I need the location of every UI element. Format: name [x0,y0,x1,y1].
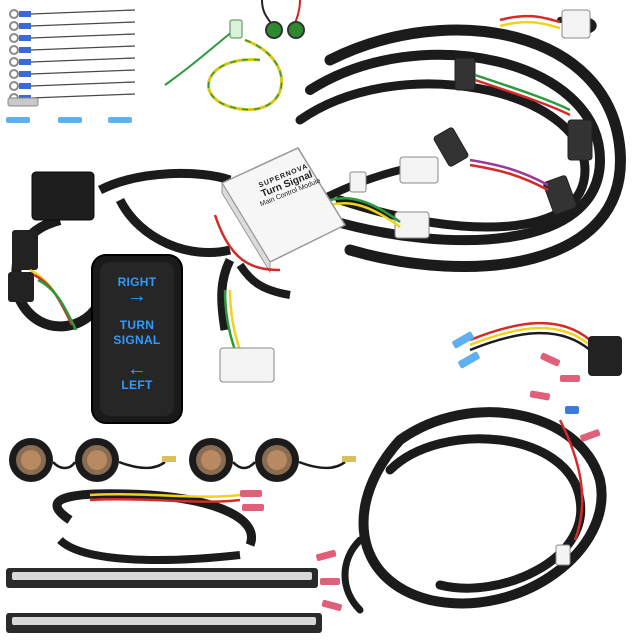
ground-wire [164,19,283,112]
control-module [213,147,347,383]
indicator-lights [261,0,305,39]
switch-left-label: LEFT [121,378,153,392]
switch-signal-label: SIGNAL [113,333,161,347]
main-harness [295,15,626,272]
left-arrow-icon: ← [126,358,148,380]
harness-wires [329,14,571,229]
marker-lights [9,438,356,482]
spade-terminals [316,352,601,612]
harness-connectors [349,9,593,239]
relay-harness [8,168,232,332]
switch-right-label: RIGHT [117,275,157,289]
right-arrow-icon: → [126,285,148,307]
led-strips [6,489,322,633]
switch-turn-label: TURN [119,318,155,332]
secondary-harness [341,407,607,614]
pigtail-connector [452,321,622,376]
rocker-switch-body [91,254,183,424]
ring-terminals [6,9,136,123]
